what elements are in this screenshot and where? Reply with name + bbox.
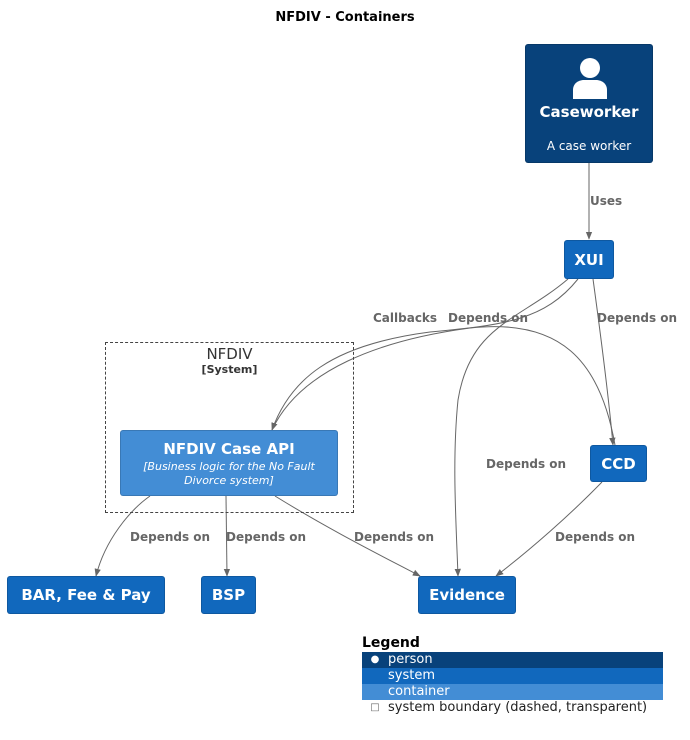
legend: Legend ● person system container □ syste… (362, 635, 663, 716)
legend-item-boundary: □ system boundary (dashed, transparent) (362, 700, 663, 716)
bar-fee-pay-node[interactable]: BAR, Fee & Pay (7, 576, 165, 614)
legend-item-label: person (388, 652, 433, 667)
evidence-node[interactable]: Evidence (418, 576, 516, 614)
case-api-technology-line2: Divorce system] (184, 474, 274, 487)
case-api-technology-line1: [Business logic for the No Fault (143, 460, 315, 473)
edge-xui-evidence (454, 278, 569, 577)
edge-api-bsp (223, 495, 231, 577)
boundary-type: [System] (201, 363, 258, 376)
person-icon (573, 58, 607, 99)
edge-label-api-ccd: Depends on (486, 457, 567, 471)
case-api-label: NFDIV Case API (163, 440, 295, 458)
legend-item-label: system (388, 668, 435, 683)
edge-api-bar (94, 495, 151, 577)
evidence-label: Evidence (429, 586, 505, 604)
ccd-node[interactable]: CCD (590, 445, 647, 482)
edge-label-api-bar: Depends on (130, 530, 211, 544)
xui-node[interactable]: XUI (564, 240, 614, 279)
edge-api-ccd (271, 326, 616, 446)
bar-fee-pay-label: BAR, Fee & Pay (21, 586, 151, 604)
xui-label: XUI (574, 250, 604, 269)
legend-item-label: container (388, 684, 450, 699)
edge-label-xui-evidence: Depends on (448, 311, 529, 325)
edge-api-evidence (274, 495, 421, 577)
edge-label-uses: Uses (590, 194, 623, 208)
caseworker-description: A case worker (546, 139, 632, 153)
edge-callbacks (271, 278, 579, 431)
bsp-node[interactable]: BSP (201, 576, 256, 614)
edge-ccd-evidence (495, 481, 603, 577)
ccd-label: CCD (601, 454, 636, 473)
boundary-name: NFDIV (206, 345, 253, 363)
person-icon: ● (370, 654, 380, 665)
edge-label-api-evidence: Depends on (354, 530, 435, 544)
edge-label-ccd-evidence: Depends on (555, 530, 636, 544)
legend-item-container: container (362, 684, 663, 700)
caseworker-label: Caseworker (539, 103, 639, 121)
legend-item-person: ● person (362, 652, 663, 668)
diagram-title: NFDIV - Containers (275, 10, 415, 25)
caseworker-node[interactable]: Caseworker A case worker (525, 44, 653, 163)
nfdiv-system-boundary: NFDIV [System] (105, 342, 354, 513)
bsp-label: BSP (211, 586, 246, 604)
legend-item-system: system (362, 668, 663, 684)
boundary-icon: □ (370, 702, 380, 713)
edge-label-callbacks: Callbacks (373, 311, 438, 325)
edge-label-xui-ccd: Depends on (597, 311, 678, 325)
legend-title: Legend (362, 635, 420, 651)
edge-label-api-bsp: Depends on (226, 530, 307, 544)
legend-item-label: system boundary (dashed, transparent) (388, 700, 648, 715)
case-api-node[interactable]: NFDIV Case API [Business logic for the N… (120, 430, 338, 496)
